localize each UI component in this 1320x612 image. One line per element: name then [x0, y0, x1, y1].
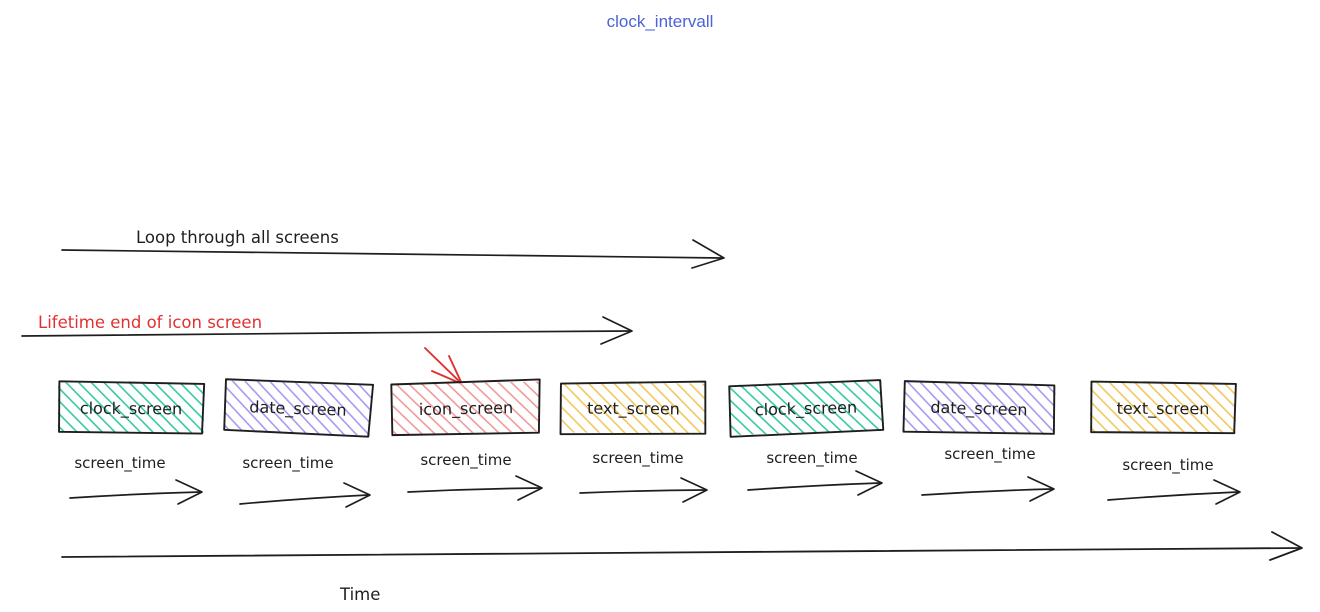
- screen-box-label: date_screen: [249, 397, 347, 420]
- screen-time-arrow: screen_time: [69, 454, 203, 505]
- screen-time-arrow-line: [407, 487, 541, 493]
- screen-box-fill: [729, 381, 883, 435]
- screen-box[interactable]: date_screen: [223, 378, 375, 438]
- screen-box-label: text_screen: [587, 399, 680, 420]
- lifetime-annotation: Lifetime end of icon screen: [21, 313, 633, 345]
- screen-box-group: clock_screen date_screen icon_screen text_s…: [57, 378, 1237, 438]
- screen-time-arrow-head: [175, 479, 203, 505]
- time-axis: Time: [61, 531, 1303, 604]
- loop-arrow-head: [691, 239, 725, 269]
- screen-box-outline: [390, 378, 541, 437]
- screen-time-arrow-head: [680, 477, 708, 503]
- screen-time-arrow-line: [921, 488, 1053, 496]
- loop-label: Loop through all screens: [136, 228, 339, 247]
- screen-time-arrow: screen_time: [1107, 456, 1241, 505]
- screen-time-arrow: screen_time: [747, 449, 883, 496]
- screen-time-arrow-line: [1107, 491, 1239, 501]
- screen-time-label: screen_time: [592, 449, 683, 468]
- time-axis-line: [61, 547, 1301, 558]
- screen-time-label: screen_time: [1122, 456, 1213, 475]
- screen-box[interactable]: clock_screen: [728, 379, 885, 438]
- screen-box-fill: [224, 380, 372, 436]
- screen-time-arrow-head: [1213, 479, 1241, 505]
- screen-time-arrow: screen_time: [921, 445, 1055, 502]
- loop-arrow-line: [61, 249, 723, 259]
- screen-box-fill: [57, 382, 205, 434]
- screen-box-label: icon_screen: [419, 398, 514, 420]
- screen-time-label: screen_time: [242, 454, 333, 473]
- screen-box-fill: [561, 382, 706, 434]
- screen-time-arrow-line: [579, 489, 706, 494]
- screen-time-arrow-line: [69, 491, 201, 499]
- screen-time-label: screen_time: [420, 451, 511, 470]
- screen-time-label: screen_time: [766, 449, 857, 468]
- screen-box[interactable]: text_screen: [1089, 380, 1237, 435]
- screen-time-arrow-line: [747, 482, 881, 491]
- screen-time-arrow: screen_time: [239, 454, 371, 508]
- screen-box-outline: [1090, 380, 1237, 435]
- lifetime-arrow-head: [600, 316, 633, 345]
- screen-box-outline: [58, 380, 206, 435]
- screen-box-label: clock_screen: [755, 398, 858, 421]
- screen-box[interactable]: icon_screen: [390, 378, 541, 437]
- time-axis-label: Time: [339, 585, 380, 604]
- screen-box-outline: [728, 379, 885, 438]
- loop-annotation: Loop through all screens: [61, 228, 725, 269]
- screen-box-label: text_screen: [1117, 399, 1210, 419]
- screen-box-outline: [559, 380, 707, 436]
- screen-time-arrow-head: [515, 475, 543, 501]
- screen-time-arrow-head: [343, 482, 371, 508]
- screen-time-label: screen_time: [944, 445, 1035, 464]
- screen-box[interactable]: date_screen: [902, 380, 1056, 436]
- screen-box[interactable]: text_screen: [559, 380, 707, 436]
- screen-box-label: date_screen: [930, 398, 1028, 421]
- screen-box-fill: [1089, 382, 1237, 434]
- screen-time-arrow-head: [1027, 476, 1055, 502]
- red-pointer-line: [424, 347, 462, 384]
- screen-time-label: screen_time: [74, 454, 165, 473]
- time-axis-head: [1269, 531, 1303, 561]
- screen-box-label: clock_screen: [80, 399, 182, 420]
- lifetime-arrow-line: [21, 330, 631, 337]
- page-title: clock_intervall: [607, 12, 714, 31]
- screen-time-group: screen_time screen_time screen_time screen_…: [69, 445, 1241, 508]
- screen-box-outline: [902, 380, 1056, 435]
- screen-box[interactable]: clock_screen: [57, 380, 206, 435]
- screen-box-outline: [223, 378, 375, 438]
- red-pointer-arrow: [424, 347, 463, 385]
- screen-time-arrow-line: [239, 494, 369, 505]
- screen-time-arrow: screen_time: [407, 451, 543, 501]
- screen-box-fill: [902, 380, 1056, 436]
- screen-box-fill: [392, 381, 540, 435]
- lifetime-label: Lifetime end of icon screen: [38, 313, 262, 332]
- screen-time-arrow: screen_time: [579, 449, 708, 503]
- screen-time-arrow-head: [855, 470, 883, 496]
